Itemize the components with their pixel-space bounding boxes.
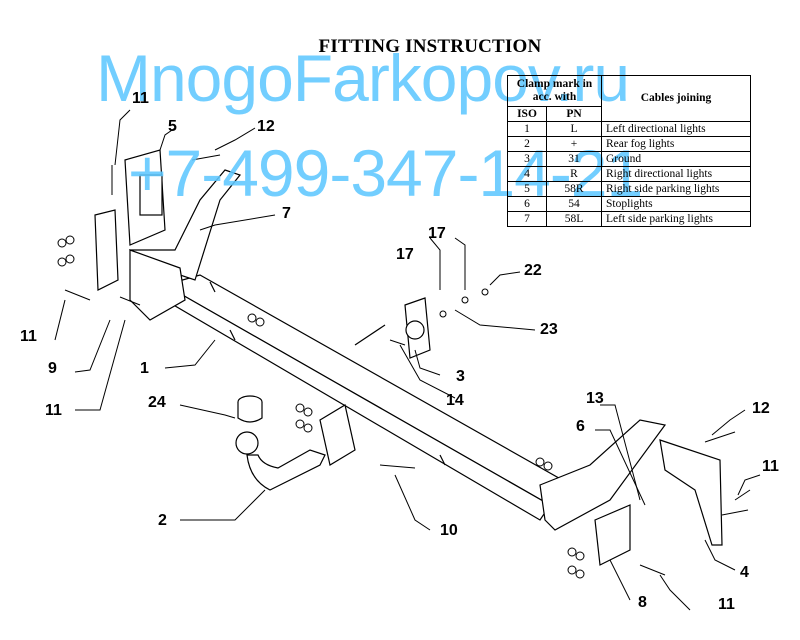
- iso-cell: 4: [507, 166, 547, 182]
- callout-13: 13: [586, 390, 604, 407]
- socket-plate: [354, 297, 431, 359]
- iso-cell: 3: [507, 151, 547, 167]
- iso-cell: 2: [507, 136, 547, 152]
- right-bracket: [539, 419, 723, 546]
- table-subheader-row: ISO PN: [507, 106, 751, 122]
- header-iso: ISO: [507, 106, 547, 122]
- center-bracket: [319, 404, 631, 566]
- callout-10: 10: [440, 522, 458, 539]
- callout-7: 7: [282, 205, 291, 222]
- callout-8: 8: [638, 594, 647, 611]
- callout-11: 11: [762, 458, 779, 475]
- callout-3: 3: [456, 368, 465, 385]
- desc-cell: Stoplights: [601, 196, 751, 212]
- pn-cell: +: [546, 136, 602, 152]
- callout-14: 14: [446, 392, 464, 409]
- callout-1: 1: [140, 360, 149, 377]
- desc-cell: Right directional lights: [601, 166, 751, 182]
- callout-4: 4: [740, 564, 749, 581]
- bolts: [64, 154, 751, 576]
- leader-lines: [54, 109, 761, 611]
- cables-joining-table: Clamp mark in acc. with Cables joining I…: [507, 75, 751, 227]
- header-clamp: Clamp mark in acc. with: [507, 75, 602, 107]
- iso-cell: 6: [507, 196, 547, 212]
- desc-cell: Right side parking lights: [601, 181, 751, 197]
- callout-17: 17: [396, 246, 414, 263]
- desc-cell: Left directional lights: [601, 121, 751, 137]
- callout-11: 11: [45, 402, 62, 419]
- table-row: 2+Rear fog lights: [507, 136, 751, 152]
- pn-cell: 58R: [546, 181, 602, 197]
- iso-cell: 1: [507, 121, 547, 137]
- callout-5: 5: [168, 118, 177, 135]
- callout-11: 11: [718, 596, 735, 613]
- left-bracket: [129, 169, 242, 321]
- callout-6: 6: [576, 418, 585, 435]
- callout-12: 12: [257, 118, 275, 135]
- table-header-row: Clamp mark in acc. with Cables joining: [507, 75, 751, 122]
- pn-cell: 54: [546, 196, 602, 212]
- callout-23: 23: [540, 321, 558, 338]
- washers-nuts: [57, 235, 585, 579]
- callout-17: 17: [428, 225, 446, 242]
- callout-24: 24: [148, 394, 166, 411]
- desc-cell: Left side parking lights: [601, 211, 751, 227]
- header-pn: PN: [546, 106, 602, 122]
- pn-cell: 58L: [546, 211, 602, 227]
- left-plate: [94, 149, 166, 291]
- header-cables: Cables joining: [601, 75, 751, 122]
- iso-cell: 5: [507, 181, 547, 197]
- callout-2: 2: [158, 512, 167, 529]
- pn-cell: 31: [546, 151, 602, 167]
- tow-ball: [235, 395, 326, 491]
- desc-cell: Rear fog lights: [601, 136, 751, 152]
- callout-12: 12: [752, 400, 770, 417]
- callout-11: 11: [20, 328, 37, 345]
- pn-cell: R: [546, 166, 602, 182]
- pn-cell: L: [546, 121, 602, 137]
- iso-cell: 7: [507, 211, 547, 227]
- callout-22: 22: [524, 262, 542, 279]
- page-title: FITTING INSTRUCTION: [318, 36, 542, 57]
- callout-9: 9: [48, 360, 57, 377]
- callout-11: 11: [132, 90, 149, 107]
- desc-cell: Ground: [601, 151, 751, 167]
- crossbar: [163, 274, 582, 521]
